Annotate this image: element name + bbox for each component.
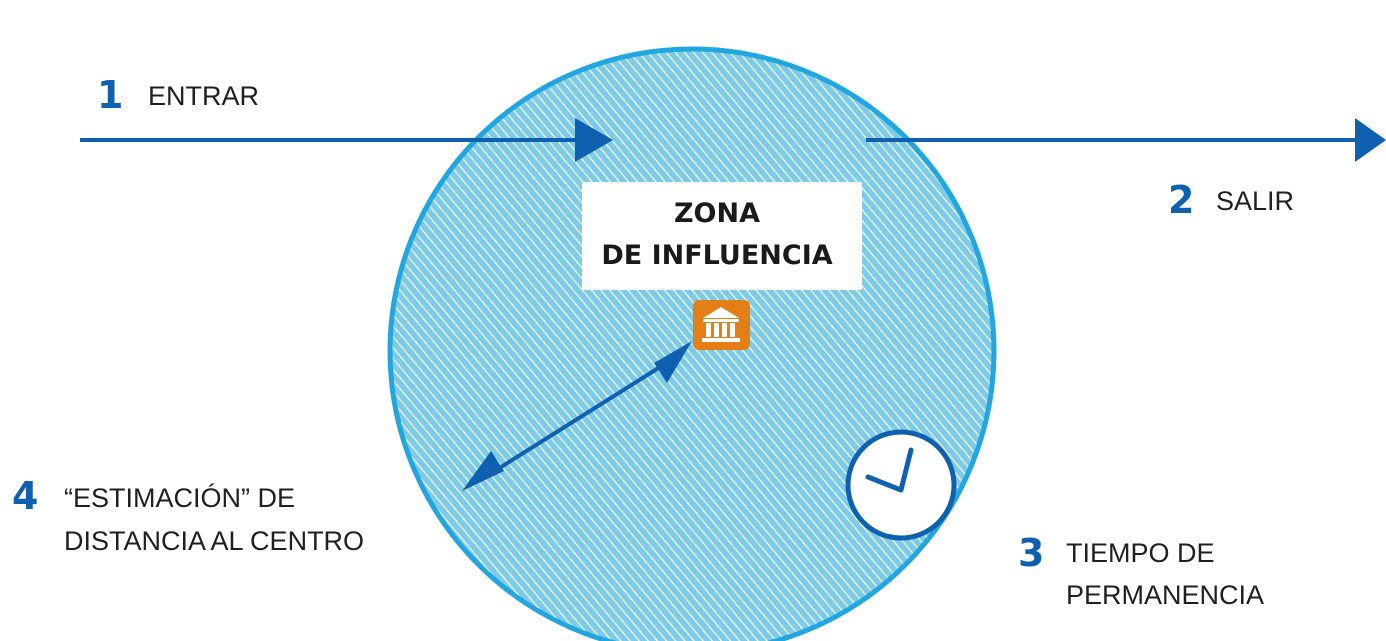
step-2-label: SALIR [1216, 186, 1294, 216]
step-2-number: 2 [1168, 178, 1194, 222]
zone-title-line1: ZONA [674, 198, 760, 229]
step-1-label: ENTRAR [148, 81, 259, 111]
enter-arrow [80, 118, 613, 162]
zone-title-line2: DE INFLUENCIA [601, 240, 832, 271]
distance-arrow [462, 341, 692, 491]
zone-label-box [582, 182, 862, 290]
step-4-label-line2: DISTANCIA AL CENTRO [64, 526, 364, 556]
clock-icon [845, 429, 957, 541]
step-1-number: 1 [97, 73, 123, 117]
landmark-building-icon [693, 300, 750, 350]
step-3-number: 3 [1018, 531, 1044, 575]
step-3-label-line2: PERMANENCIA [1066, 580, 1264, 610]
exit-arrow [866, 118, 1386, 162]
step-4-number: 4 [12, 474, 38, 518]
step-4-label-line1: “ESTIMACIÓN” DE [64, 482, 295, 513]
influence-zone-circle [387, 46, 997, 641]
step-3-label-line1: TIEMPO DE [1066, 538, 1215, 568]
